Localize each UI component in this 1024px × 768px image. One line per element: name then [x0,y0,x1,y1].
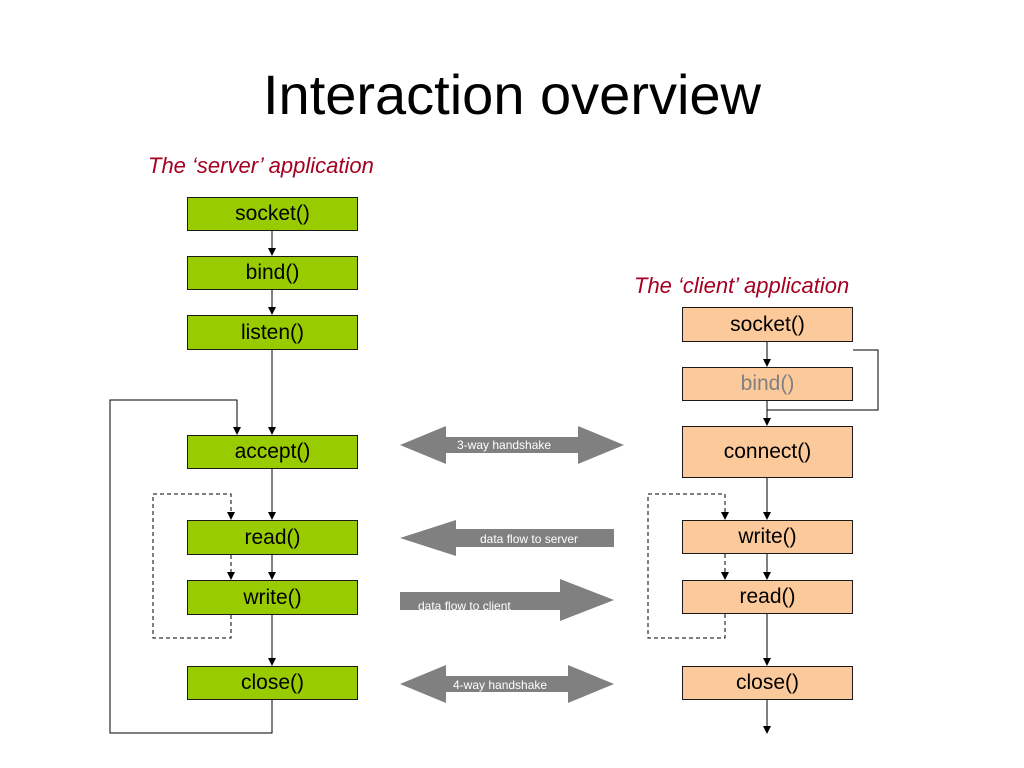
server-write-step: write() [187,580,358,615]
server-app-label: The ‘server’ application [148,153,374,178]
handshake3-label: 3-way handshake [457,438,552,452]
server-read-step: read() [187,520,358,555]
client-read-step: read() [682,580,853,614]
client-bind-bypass [767,349,879,411]
page-title: Interaction overview [262,63,761,126]
client-writeread-loop [647,493,729,639]
handshake4-double-arrow [400,665,614,703]
server-listen-step: listen() [187,315,358,350]
handshake3-double-arrow [400,426,624,464]
server-socket-step: socket() [187,197,358,231]
client-bind-step: bind() [682,367,853,401]
server-close-step: close() [187,666,358,700]
client-socket-step: socket() [682,307,853,342]
data-to-client-label: data flow to client [418,599,511,613]
handshake4-label: 4-way handshake [453,678,548,692]
server-accept-loop [109,399,273,734]
server-readwrite-loop [152,493,235,639]
client-connect-step: connect() [682,426,853,478]
data-to-server-label: data flow to server [480,532,579,546]
data-to-server-left-arrow [400,520,614,556]
client-write-step: write() [682,520,853,554]
client-close-step: close() [682,666,853,700]
client-app-label: The ‘client’ application [634,273,850,298]
data-to-client-right-arrow [400,579,614,621]
server-bind-step: bind() [187,256,358,290]
server-accept-step: accept() [187,435,358,469]
